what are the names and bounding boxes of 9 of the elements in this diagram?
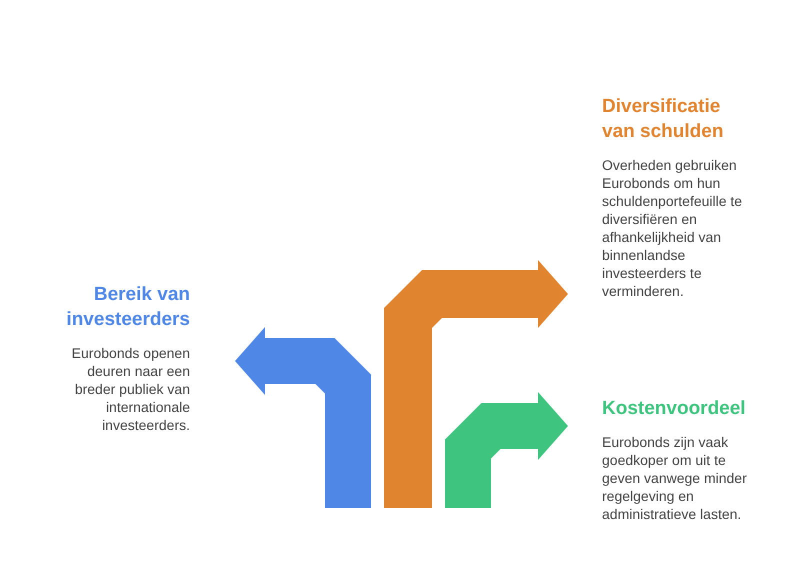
bent-arrow	[235, 327, 371, 508]
heading: Kostenvoordeel	[602, 397, 747, 421]
bent-arrow	[384, 260, 568, 508]
description: Overheden gebruiken Eurobonds om hun schuldenportefeuille te diversifiëren en afhankelijkheid van binnenlandse investeerders te verminderen.	[602, 156, 744, 300]
heading: Diversificatie van schulden	[602, 95, 724, 144]
description: Eurobonds zijn vaak goedkoper om uit te geven vanwege minder regelgeving en administratieve lasten.	[602, 433, 748, 523]
heading: Bereik van investeerders	[65, 283, 190, 332]
description: Eurobonds openen deuren naar een breder publiek van internationale investeerders.	[70, 344, 190, 434]
bent-arrow	[445, 392, 568, 508]
